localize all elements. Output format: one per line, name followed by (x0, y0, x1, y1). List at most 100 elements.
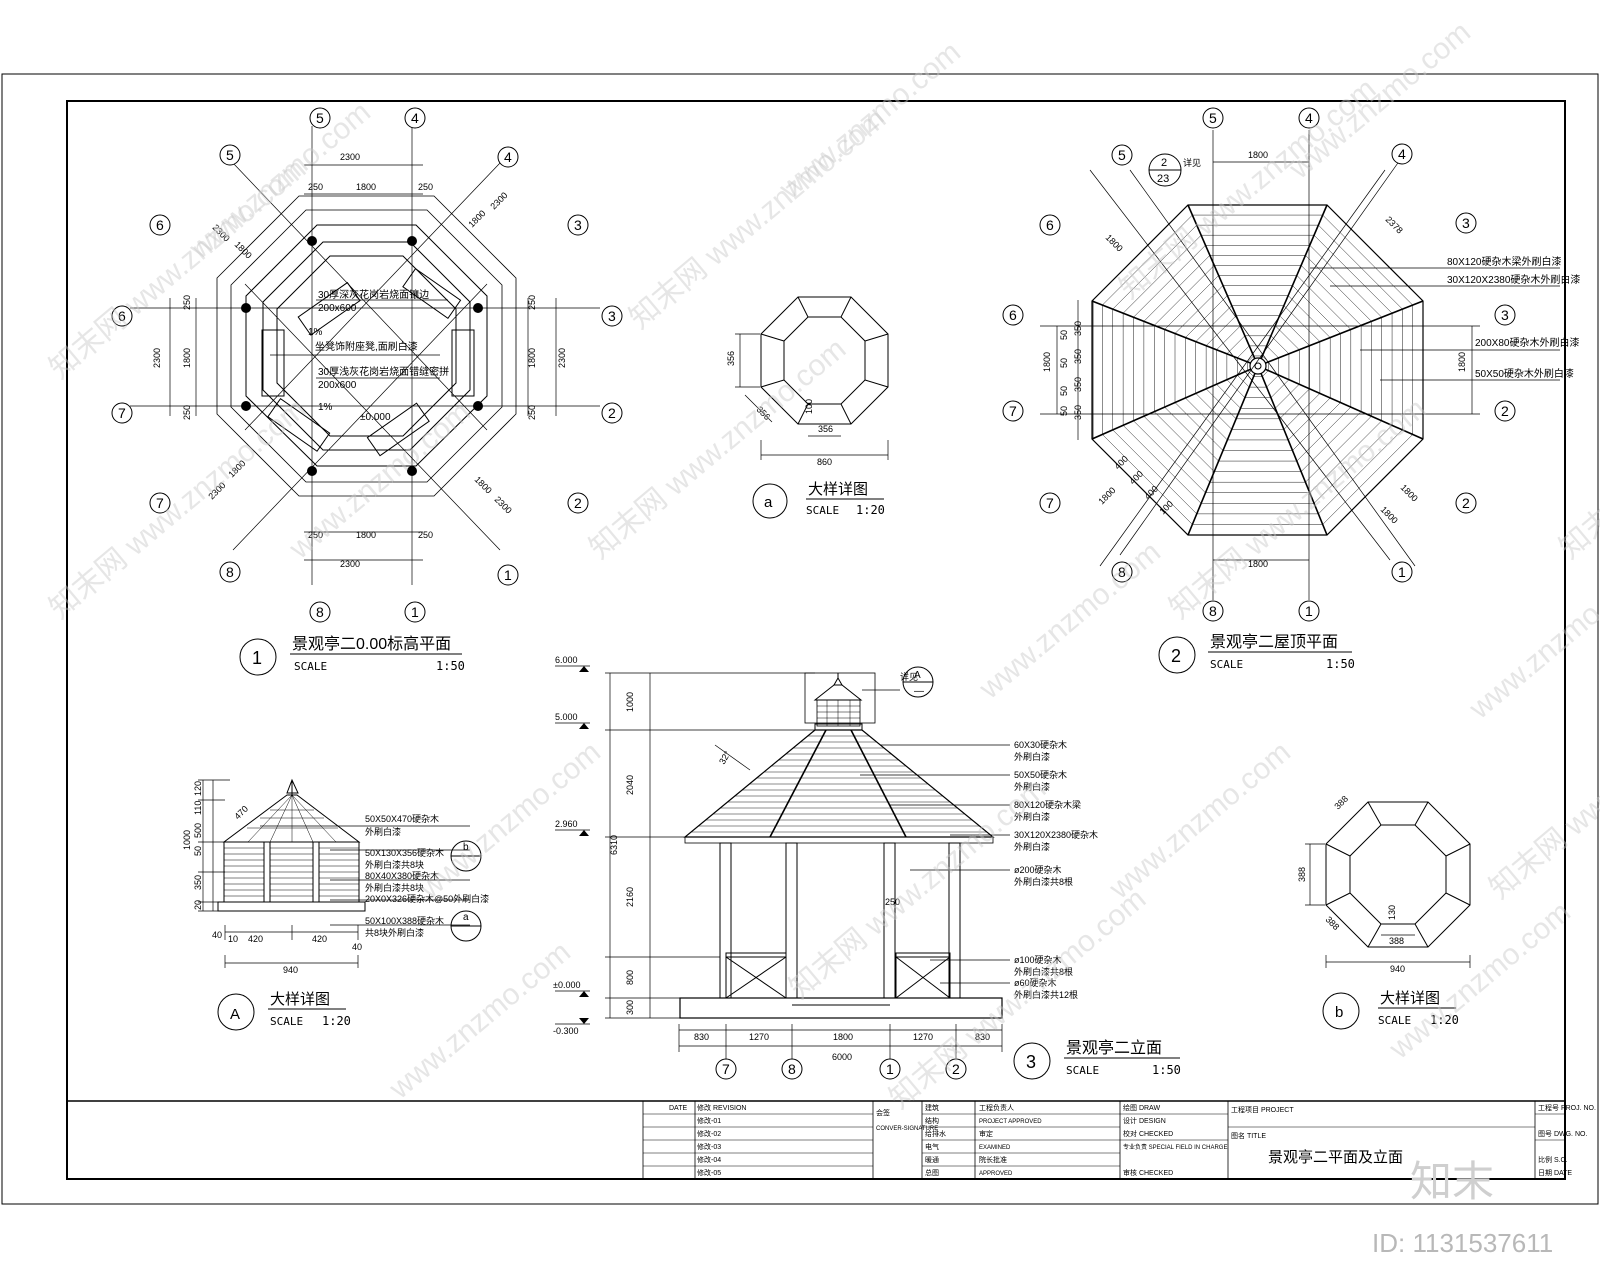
svg-text:±0.000: ±0.000 (553, 980, 580, 990)
svg-text:350: 350 (1073, 405, 1083, 420)
roof-title: 景观亭二屋顶平面 (1210, 633, 1338, 651)
svg-text:SCALE: SCALE (1378, 1014, 1411, 1027)
watermark-text: www.znzmo.com (973, 535, 1167, 706)
svg-text:2: 2 (1161, 157, 1167, 169)
watermark-text: 知末网 www.znzmo.com (1113, 72, 1382, 305)
svg-text:6: 6 (156, 217, 164, 233)
svg-text:1%: 1% (318, 402, 333, 413)
svg-text:40: 40 (212, 930, 222, 940)
svg-text:420: 420 (248, 934, 263, 944)
svg-text:1%: 1% (308, 327, 323, 338)
svg-text:1: 1 (886, 1061, 894, 1077)
elevation-roof (683, 729, 995, 838)
svg-text:工程负责人: 工程负责人 (979, 1103, 1014, 1112)
svg-text:8: 8 (316, 604, 324, 620)
svg-text:CONVER-SIGNATURE: CONVER-SIGNATURE (876, 1126, 938, 1132)
svg-text:b: b (1335, 1004, 1343, 1021)
svg-text:1800: 1800 (1399, 482, 1420, 503)
plan-note-3: 30厚浅灰花岗岩烧面错缝密拼 (318, 365, 449, 378)
svg-text:23: 23 (1157, 173, 1169, 185)
svg-text:会签: 会签 (876, 1108, 890, 1117)
plan-axis-bubble-n7: 7 (111, 402, 133, 424)
svg-text:10: 10 (228, 934, 238, 944)
plan-axis-bubble-n1: 1 (404, 601, 426, 623)
detail-a-small (735, 296, 889, 460)
plan-axis-bubble-n6: 6 (149, 214, 171, 236)
watermark-text: www.znzmo.com (1463, 555, 1600, 726)
watermark-text: 知末网 www.znzmo.com (1163, 392, 1432, 625)
svg-text:2.960: 2.960 (555, 819, 578, 829)
svg-text:2040: 2040 (625, 775, 635, 795)
svg-text:8: 8 (1209, 603, 1217, 619)
svg-text:4: 4 (411, 110, 419, 126)
svg-text:1800: 1800 (1248, 150, 1268, 160)
svg-text:50X130X356硬杂木: 50X130X356硬杂木 (365, 847, 444, 858)
svg-text:审定: 审定 (979, 1129, 993, 1138)
svg-text:外刷白漆共8块: 外刷白漆共8块 (365, 859, 424, 870)
svg-text:5: 5 (1118, 147, 1126, 163)
svg-text:设计 DESIGN: 设计 DESIGN (1123, 1116, 1166, 1125)
svg-text:1800: 1800 (833, 1032, 853, 1042)
svg-text:800: 800 (625, 970, 635, 985)
svg-text:250: 250 (527, 295, 537, 310)
plan-title: 景观亭二0.00标高平面 (292, 635, 451, 653)
detail-b-title-block: b 大样详图 SCALE 1:20 (1322, 990, 1459, 1030)
svg-text:1800: 1800 (356, 530, 376, 540)
svg-text:20: 20 (193, 900, 203, 910)
plan-dim-top-2300: 2300 (340, 152, 360, 162)
svg-text:4: 4 (1305, 110, 1313, 126)
svg-text:2: 2 (608, 405, 616, 421)
svg-text:8: 8 (1118, 564, 1126, 580)
svg-text:修改-02: 修改-02 (697, 1129, 721, 1138)
svg-text:比例 S.C.: 比例 S.C. (1538, 1155, 1568, 1164)
svg-text:3: 3 (1501, 307, 1509, 323)
svg-text:暖通: 暖通 (925, 1155, 939, 1164)
detail-a-title-block: a 大样详图 SCALE 1:20 (752, 481, 885, 519)
svg-text:388: 388 (1297, 867, 1307, 882)
roof-detail-ref: 2 23 详见 (1148, 153, 1201, 187)
plan-axis-bubble-n1: 1 (497, 564, 519, 586)
plan-axis-bubble-n8: 8 (309, 601, 331, 623)
svg-text:1: 1 (1305, 603, 1313, 619)
svg-text:250: 250 (308, 182, 323, 192)
plan-level: ±0.000 (360, 412, 391, 423)
svg-text:2300: 2300 (493, 494, 514, 515)
svg-text:3: 3 (608, 308, 616, 324)
svg-text:1: 1 (411, 604, 419, 620)
plan-axis-bubble-n4: 4 (404, 107, 426, 129)
detail-A-title-block: A 大样详图 SCALE 1:20 (217, 991, 351, 1031)
watermark-text: 知末网 www.znzmo.com (583, 332, 852, 565)
drawing-title: 景观亭二平面及立面 (1268, 1148, 1403, 1166)
svg-text:a: a (764, 494, 773, 511)
svg-text:50: 50 (193, 846, 203, 856)
svg-text:外刷白漆: 外刷白漆 (1014, 781, 1050, 792)
svg-text:300: 300 (625, 1000, 635, 1015)
svg-text:7: 7 (1046, 495, 1054, 511)
svg-text:审核 CHECKED: 审核 CHECKED (1123, 1168, 1173, 1177)
roof-note-2: 30X120X2380硬杂木外刷白漆 (1447, 273, 1580, 286)
svg-text:1:50: 1:50 (436, 659, 465, 673)
plan-title-block: 1 景观亭二0.00标高平面 SCALE 1:50 (239, 635, 465, 676)
outer-border (1, 73, 1599, 1205)
svg-text:图号 DWG. NO.: 图号 DWG. NO. (1538, 1130, 1587, 1138)
svg-text:3: 3 (574, 217, 582, 233)
svg-text:电气: 电气 (925, 1142, 939, 1151)
svg-text:120: 120 (193, 781, 203, 796)
roof-axis-bubble-n3: 3 (1494, 304, 1516, 326)
roof-note-3: 200X80硬杂木外刷白漆 (1475, 336, 1579, 349)
inner-border (66, 100, 1566, 1180)
svg-text:4: 4 (1398, 146, 1406, 162)
svg-text:50: 50 (1059, 406, 1069, 416)
svg-text:2: 2 (1171, 646, 1181, 666)
svg-text:2: 2 (1462, 495, 1470, 511)
plan-axis-bubble-n2: 2 (567, 492, 589, 514)
roof-axis-bubble-n1: 1 (1391, 561, 1413, 583)
detail-A-lantern (198, 778, 482, 968)
svg-text:A: A (230, 1006, 240, 1023)
svg-text:外刷白漆: 外刷白漆 (1014, 811, 1050, 822)
svg-text:共8块外刷白漆: 共8块外刷白漆 (365, 927, 424, 938)
roof-axis-bubble-n4: 4 (1391, 143, 1413, 165)
plan-dim-bot-2300: 2300 (340, 559, 360, 569)
